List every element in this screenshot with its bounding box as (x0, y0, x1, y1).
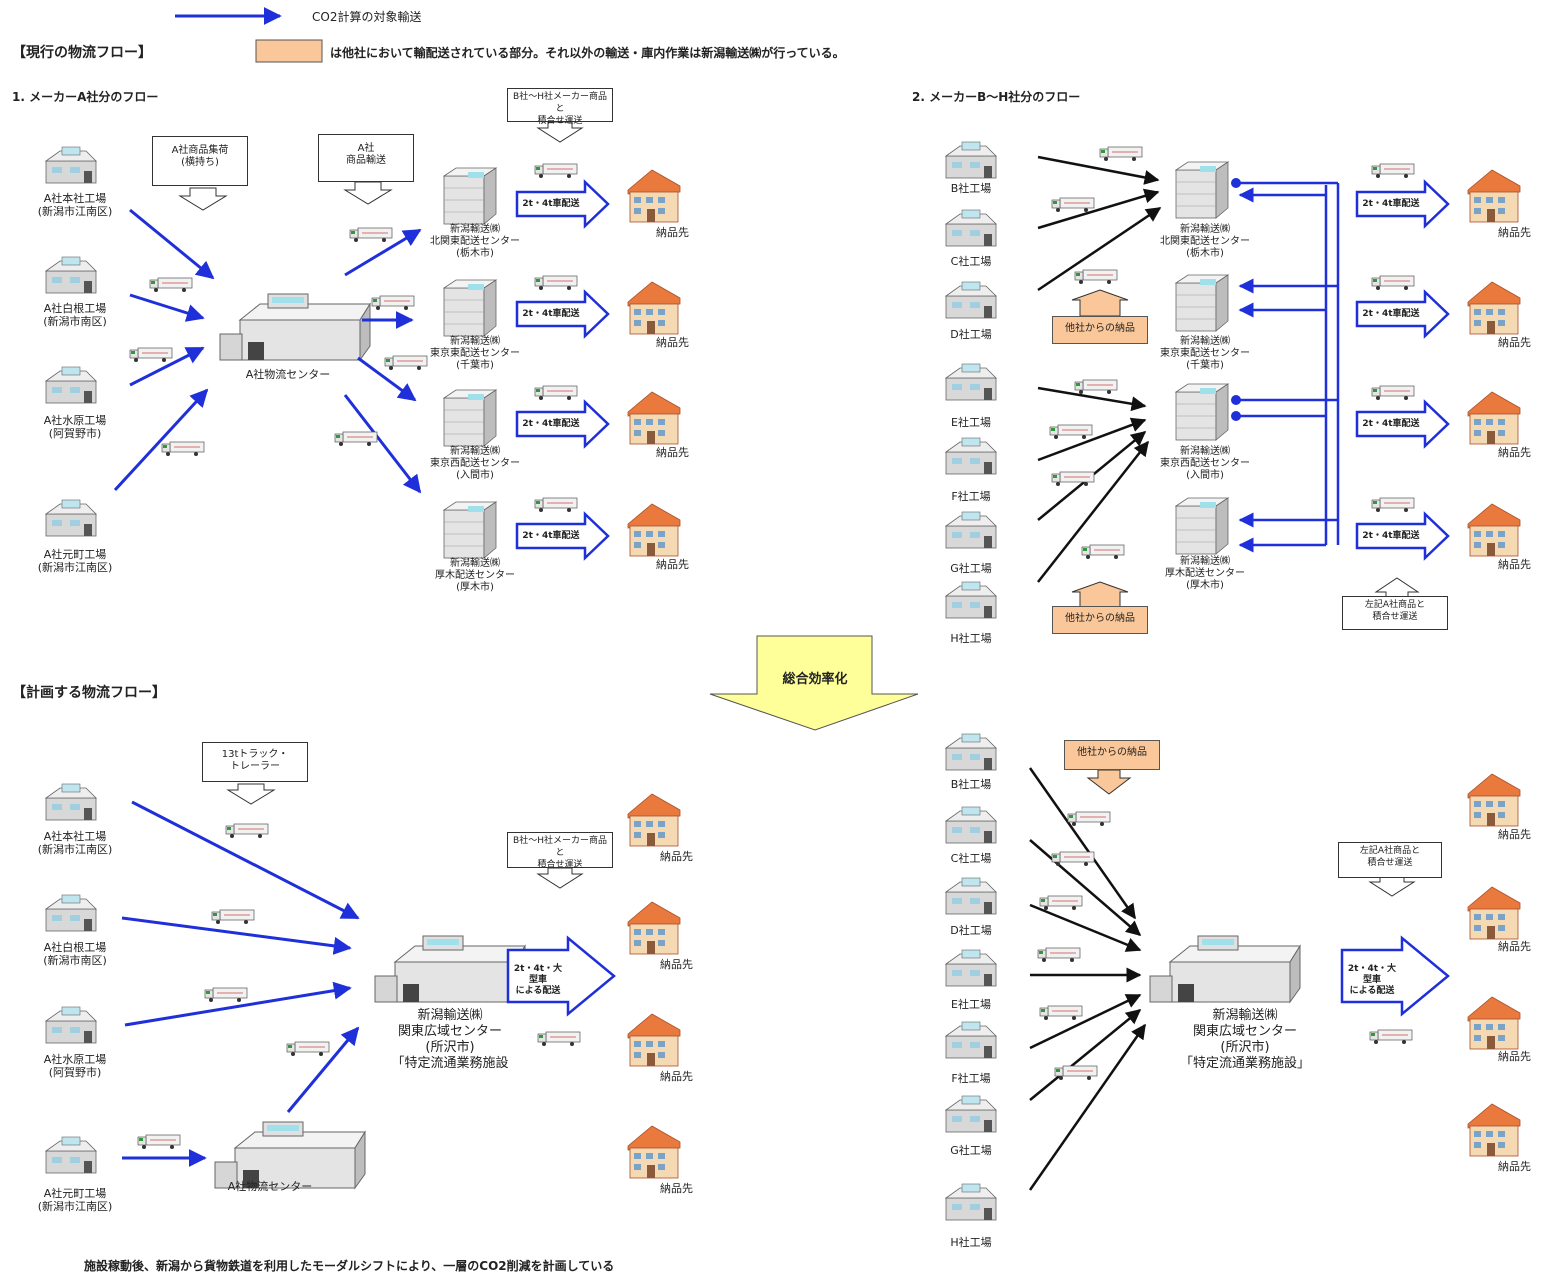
destination-label: 納品先 (1498, 226, 1531, 239)
destination-label: 納品先 (1498, 828, 1531, 841)
transition-label: 総合効率化 (782, 672, 848, 687)
trailer-box: 13tトラック・ トレーラー (202, 742, 308, 782)
dc-label: 新潟輸送㈱ 東京東配送センター (千葉市) (430, 336, 520, 371)
bh-factory-label: H社工場 (950, 1236, 992, 1249)
delivery-arrow-label: 2t・4t車配送 (522, 419, 580, 429)
destination-label: 納品先 (656, 446, 689, 459)
a-factory-label: A社元町工場 (新潟市江南区) (37, 1187, 113, 1213)
destination-label: 納品先 (660, 1182, 693, 1195)
footnote: 施設稼動後、新潟から貨物鉄道を利用したモーダルシフトにより、一層のCO2削減を計… (84, 1259, 615, 1273)
legend-orange-label: は他社において輸配送されている部分。それ以外の輸送・庫内作業は新潟輸送㈱が行って… (330, 46, 845, 60)
dc-label: 新潟輸送㈱ 東京東配送センター (千葉市) (1160, 336, 1250, 371)
planned-delivery-label: 2t・4t・大型車 による配送 (513, 964, 563, 996)
dc-label: 新潟輸送㈱ 東京西配送センター (入間市) (430, 446, 520, 481)
bh-factory-label: F社工場 (951, 490, 991, 503)
bh-factory-label: C社工場 (950, 255, 992, 268)
destination-label: 納品先 (1498, 1160, 1531, 1173)
flow-bh-title: 2. メーカーB〜H社分のフロー (912, 90, 1081, 104)
flow-a-title: 1. メーカーA社分のフロー (12, 90, 159, 104)
bh-factory-label: D社工場 (950, 924, 992, 937)
a-factory-label: A社白根工場 (新潟市南区) (43, 302, 107, 328)
planned-box-left: B社〜H社メーカー商品と 積合せ運送 (507, 832, 613, 870)
legend-arrow-label: CO2計算の対象輸送 (312, 10, 422, 24)
planned-delivery-label: 2t・4t・大型車 による配送 (1347, 964, 1397, 996)
a-factory-label: A社本社工場 (新潟市江南区) (37, 192, 113, 218)
dc-label: 新潟輸送㈱ 北関東配送センター (栃木市) (430, 224, 520, 259)
a-box-consolidate: B社〜H社メーカー商品と 積合せ運送 (507, 88, 613, 126)
bh-box-consolidate: 左記A社商品と 積合せ運送 (1342, 596, 1448, 630)
a-factory-label: A社白根工場 (新潟市南区) (43, 941, 107, 967)
other-company-box: 他社からの納品 (1064, 740, 1160, 770)
destination-label: 納品先 (660, 958, 693, 971)
delivery-arrow-label: 2t・4t車配送 (1362, 531, 1420, 541)
a-box-transport: A社 商品輸送 (318, 134, 414, 182)
destination-label: 納品先 (1498, 558, 1531, 571)
dc-label: 新潟輸送㈱ 北関東配送センター (栃木市) (1160, 224, 1250, 259)
bh-factory-label: C社工場 (950, 852, 992, 865)
delivery-arrow-label: 2t・4t車配送 (522, 199, 580, 209)
delivery-arrow-label: 2t・4t車配送 (1362, 419, 1420, 429)
destination-label: 納品先 (656, 336, 689, 349)
delivery-arrow-label: 2t・4t車配送 (522, 309, 580, 319)
a-factory-label: A社水原工場 (阿賀野市) (43, 414, 107, 440)
bh-factory-label: G社工場 (950, 562, 992, 575)
bh-factory-label: D社工場 (950, 328, 992, 341)
delivery-arrow-label: 2t・4t車配送 (1362, 309, 1420, 319)
destination-label: 納品先 (656, 226, 689, 239)
bh-factory-label: F社工場 (951, 1072, 991, 1085)
bh-factory-label: B社工場 (950, 778, 992, 791)
a-center-label: A社物流センター (227, 1180, 313, 1193)
a-center-label: A社物流センター (245, 368, 331, 381)
a-factory-label: A社水原工場 (阿賀野市) (43, 1053, 107, 1079)
other-company-box: 他社からの納品 (1052, 606, 1148, 634)
delivery-arrow-label: 2t・4t車配送 (522, 531, 580, 541)
planned-flow-title: 【計画する物流フロー】 (12, 685, 166, 701)
a-factory-label: A社本社工場 (新潟市江南区) (37, 830, 113, 856)
bh-factory-label: H社工場 (950, 632, 992, 645)
destination-label: 納品先 (660, 1070, 693, 1083)
other-company-box: 他社からの納品 (1052, 316, 1148, 344)
current-flow-title: 【現行の物流フロー】 (12, 45, 152, 61)
dc-label: 新潟輸送㈱ 東京西配送センター (入間市) (1160, 446, 1250, 481)
kanto-center-label: 新潟輸送㈱ 関東広域センター (所沢市) 「特定流通業務施設」 (1179, 1008, 1310, 1071)
destination-label: 納品先 (656, 558, 689, 571)
planned-box-right: 左記A社商品と 積合せ運送 (1338, 842, 1442, 878)
bh-factory-label: G社工場 (950, 1144, 992, 1157)
dc-label: 新潟輸送㈱ 厚木配送センター (厚木市) (435, 558, 515, 593)
bh-factory-label: E社工場 (951, 416, 991, 429)
destination-label: 納品先 (1498, 336, 1531, 349)
kanto-center-label: 新潟輸送㈱ 関東広域センター (所沢市) 「特定流通業務施設 (391, 1008, 509, 1071)
a-factory-label: A社元町工場 (新潟市江南区) (37, 548, 113, 574)
destination-label: 納品先 (1498, 1050, 1531, 1063)
bh-factory-label: E社工場 (951, 998, 991, 1011)
a-box-collect: A社商品集荷 (横持ち) (152, 136, 248, 186)
bh-factory-label: B社工場 (950, 182, 992, 195)
destination-label: 納品先 (660, 850, 693, 863)
destination-label: 納品先 (1498, 940, 1531, 953)
delivery-arrow-label: 2t・4t車配送 (1362, 199, 1420, 209)
destination-label: 納品先 (1498, 446, 1531, 459)
dc-label: 新潟輸送㈱ 厚木配送センター (厚木市) (1165, 556, 1245, 591)
